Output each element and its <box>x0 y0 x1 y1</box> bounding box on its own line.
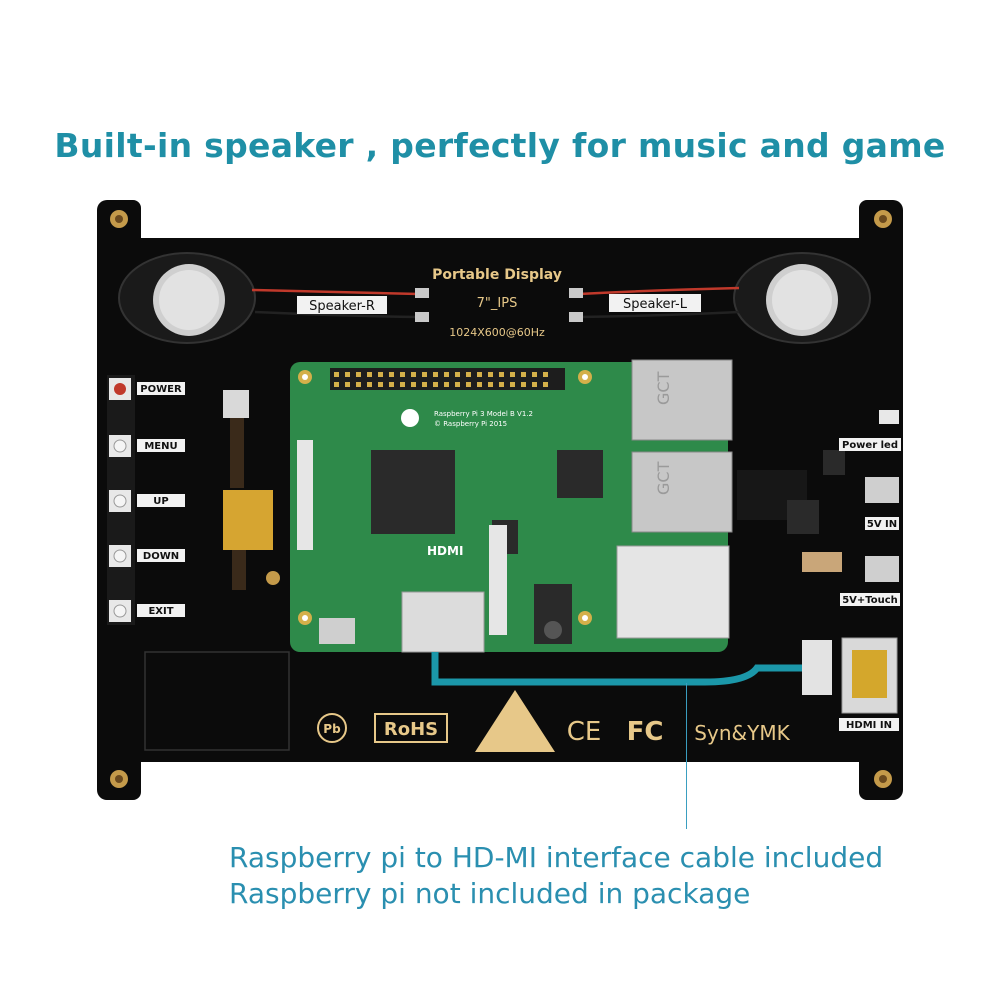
pi-hdmi-label: HDMI <box>427 544 463 558</box>
display-board: Speaker-R Speaker-L Portable Display 7"_… <box>97 200 903 800</box>
ethernet-port <box>616 545 730 639</box>
mount-holes <box>110 210 892 788</box>
blank-area <box>144 651 290 751</box>
button-column <box>107 375 135 625</box>
ce-mark: CE <box>567 717 602 747</box>
certification-marks: Pb RoHS CE FC Syn&YMK <box>317 690 791 752</box>
button-label-power: POWER <box>140 384 182 395</box>
headline: Built-in speaker , perfectly for music a… <box>54 126 946 165</box>
button-labels: POWER MENU UP DOWN EXIT <box>137 382 185 617</box>
speaker-left-icon <box>733 252 871 344</box>
raspberry-logo-icon <box>401 409 419 427</box>
display-size: 7"_IPS <box>477 296 518 311</box>
hdmi-in-label: HDMI IN <box>846 720 892 731</box>
caption-pi-not-included: Raspberry pi not included in package <box>229 877 751 910</box>
usb-brand-bottom: GCT <box>654 461 673 495</box>
button-label-up: UP <box>153 496 168 507</box>
usb-brand-top: GCT <box>654 371 673 405</box>
5v-touch-label: 5V+Touch <box>842 595 898 606</box>
power-circuitry <box>737 450 845 572</box>
callout-leader-line <box>686 683 687 829</box>
pi-model-label: Raspberry Pi 3 Model B V1.2 <box>434 410 533 418</box>
svg-text:Pb: Pb <box>323 722 341 736</box>
usb-port-top <box>631 359 733 441</box>
button-label-exit: EXIT <box>148 606 173 617</box>
speaker-left-label: Speaker-L <box>623 297 688 312</box>
pi-copyright-label: © Raspberry Pi 2015 <box>434 420 507 428</box>
brand-mark: Syn&YMK <box>694 721 790 745</box>
5v-in-label: 5V IN <box>867 519 897 530</box>
usb-5v-port <box>865 477 899 503</box>
display-resolution: 1024X600@60Hz <box>449 326 545 339</box>
flex-ribbon-icon <box>223 390 280 590</box>
usb-5v-touch-port <box>865 556 899 582</box>
pi-hdmi-port <box>401 591 485 653</box>
esd-warning-icon <box>475 690 555 752</box>
caption-cable-included: Raspberry pi to HD-MI interface cable in… <box>229 841 884 874</box>
button-label-menu: MENU <box>144 441 177 452</box>
hdmi-cable <box>431 652 807 686</box>
power-button-icon <box>114 383 126 395</box>
fc-mark: FC <box>627 717 664 747</box>
raspberry-pi-board: Raspberry Pi 3 Model B V1.2 © Raspberry … <box>290 359 733 653</box>
speaker-right-label: Speaker-R <box>309 299 375 314</box>
speaker-wires <box>251 286 740 322</box>
rohs-mark: RoHS <box>384 719 438 740</box>
pb-free-icon <box>317 713 347 743</box>
speaker-right-icon <box>118 252 256 344</box>
soc-chip <box>371 450 455 534</box>
display-title: Portable Display <box>432 267 562 283</box>
power-led-label: Power led <box>842 440 898 451</box>
button-label-down: DOWN <box>143 551 179 562</box>
usb-port-bottom <box>631 451 733 533</box>
